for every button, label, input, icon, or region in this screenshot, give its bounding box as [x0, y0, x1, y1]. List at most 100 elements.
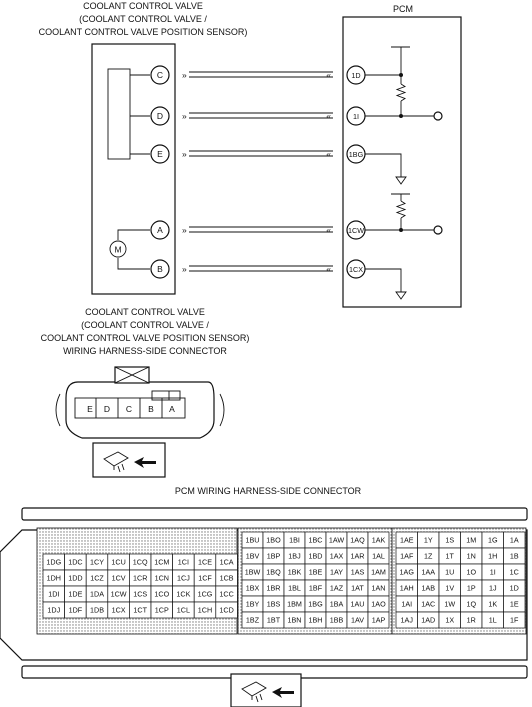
pcm-pin-label: 1AF [400, 552, 414, 561]
ccv-title-line3: COOLANT CONTROL VALVE POSITION SENSOR) [39, 27, 248, 37]
ground-1CX-icon [395, 291, 407, 300]
svg-text:»: » [182, 149, 187, 159]
pcm-pin-label: 1CL [177, 606, 190, 615]
pcm-pin-label: 1CF [198, 574, 212, 583]
pcm-pin-label: 1BF [309, 584, 323, 593]
svg-text:»: » [182, 264, 187, 274]
pcm-pin-label: 1DI [48, 590, 59, 599]
pcm-conn-title: PCM WIRING HARNESS-SIDE CONNECTOR [175, 486, 362, 496]
conn-pin-B: B [148, 404, 154, 414]
svg-text:«: « [326, 111, 331, 121]
wire-B-1CX: B » « 1CX [150, 259, 366, 279]
pcm-pin-1CX-label: 1CX [349, 265, 363, 274]
pcm-pin-label: 1CO [154, 590, 169, 599]
pcm-pin-label: 1BK [288, 568, 302, 577]
coolant-control-valve-box [91, 43, 176, 295]
pcm-pin-label: 1T [446, 552, 455, 561]
pcm-pin-label: 1BV [246, 552, 260, 561]
pcm-pin-label: 1S [445, 536, 454, 545]
pcm-pin-label: 1CE [198, 558, 212, 567]
pcm-pin-label: 1AU [351, 600, 365, 609]
probe-direction-icon [92, 442, 166, 478]
pcm-pin-label: 1CJ [177, 574, 190, 583]
pcm-pin-label: 1AW [329, 536, 345, 545]
pcm-pin-label: 1BU [246, 536, 260, 545]
pcm-pin-label: 1J [489, 584, 497, 593]
pcm-pin-label: 1BD [309, 552, 323, 561]
pcm-pin-label: 1DE [68, 590, 82, 599]
pcm-pin-label: 1C [510, 568, 519, 577]
svg-text:»: » [182, 111, 187, 121]
pcm-pin-label: 1CB [220, 574, 234, 583]
pcm-pin-label: 1P [467, 584, 476, 593]
conn-title-line4: WIRING HARNESS-SIDE CONNECTOR [63, 346, 227, 356]
pcm-pin-label: 1BH [309, 616, 323, 625]
valve-pin-E-label: E [157, 149, 163, 159]
pcm-pin-label: 1BZ [246, 616, 260, 625]
wire-C-1D: C » « 1D [150, 65, 366, 85]
pcm-pin-label: 1CH [198, 606, 212, 615]
svg-text:«: « [326, 264, 331, 274]
valve-pin-A-label: A [157, 225, 163, 235]
pcm-pin-label: 1AS [351, 568, 365, 577]
pcm-pin-label: 1AK [372, 536, 386, 545]
pcm-pin-label: 1Y [424, 536, 433, 545]
probe-direction-icon-pcm [230, 673, 302, 707]
pcm-pin-label: 1U [445, 568, 454, 577]
pcm-pin-label: 1AN [372, 584, 386, 593]
pcm-pin-label: 1BE [309, 568, 323, 577]
pcm-pin-label: 1I [490, 568, 496, 577]
pcm-pin-cell [367, 611, 390, 629]
pcm-pin-label: 1DF [69, 606, 83, 615]
pcm-pin-label: 1AI [401, 600, 412, 609]
pcm-pin-label: 1H [488, 552, 497, 561]
wire-E-1BG: E » « 1BG [150, 144, 366, 164]
pcm-pin-label: 1AY [330, 568, 343, 577]
conn-title-line3: COOLANT CONTROL VALVE POSITION SENSOR) [41, 333, 250, 343]
pcm-pin-1CW-label: 1CW [348, 226, 364, 235]
pcm-pin-1BG-label: 1BG [349, 150, 364, 159]
pcm-pin-label: 1AA [421, 568, 435, 577]
pcm-pin-label: 1CV [112, 574, 126, 583]
valve-pin-D [150, 106, 170, 126]
pcm-pin-label: 1AB [421, 584, 435, 593]
pcm-pin-label: 1AH [400, 584, 414, 593]
pcm-pin-label: 1AL [372, 552, 385, 561]
pcm-pin-label: 1D [510, 584, 519, 593]
pcm-pin-label: 1BM [287, 600, 302, 609]
terminal-1CW [433, 225, 443, 235]
valve-harness-connector: E D C B A [55, 366, 225, 439]
terminal-1I [433, 111, 443, 121]
pcm-pin-label: 1BP [267, 552, 281, 561]
pcm-pin-label: 1L [489, 616, 497, 625]
pcm-pin-label: 1DB [90, 606, 104, 615]
pcm-pin-label: 1DA [90, 590, 104, 599]
pcm-pin-1I-label: 1I [353, 112, 359, 121]
pcm-pin-cell [503, 611, 526, 629]
pcm-pin-label: 1AD [421, 616, 435, 625]
pcm-pin-label: 1BY [246, 600, 260, 609]
pcm-pin-label: 1B [510, 552, 519, 561]
pcm-pin-label: 1BI [289, 536, 300, 545]
pcm-pin-label: 1AE [400, 536, 414, 545]
pcm-pin-label: 1BJ [288, 552, 301, 561]
svg-text:»: » [182, 225, 187, 235]
pcm-pin-label: 1AQ [350, 536, 365, 545]
svg-text:«: « [326, 225, 331, 235]
pcm-pin-label: 1K [488, 600, 497, 609]
pcm-internal-circuit [365, 46, 443, 300]
valve-pin-C-label: C [157, 70, 163, 80]
pcm-pin-cell [215, 601, 238, 619]
pcm-pin-label: 1CD [219, 606, 233, 615]
pcm-pin-label: 1BR [267, 584, 281, 593]
valve-pin-E [150, 144, 170, 164]
pcm-title: PCM [393, 4, 413, 14]
pcm-pin-label: 1CA [220, 558, 234, 567]
pcm-pin-label: 1CY [90, 558, 104, 567]
pcm-pin-label: 1X [445, 616, 454, 625]
pcm-pin-label: 1CP [155, 606, 169, 615]
conn-pin-E: E [87, 404, 93, 414]
